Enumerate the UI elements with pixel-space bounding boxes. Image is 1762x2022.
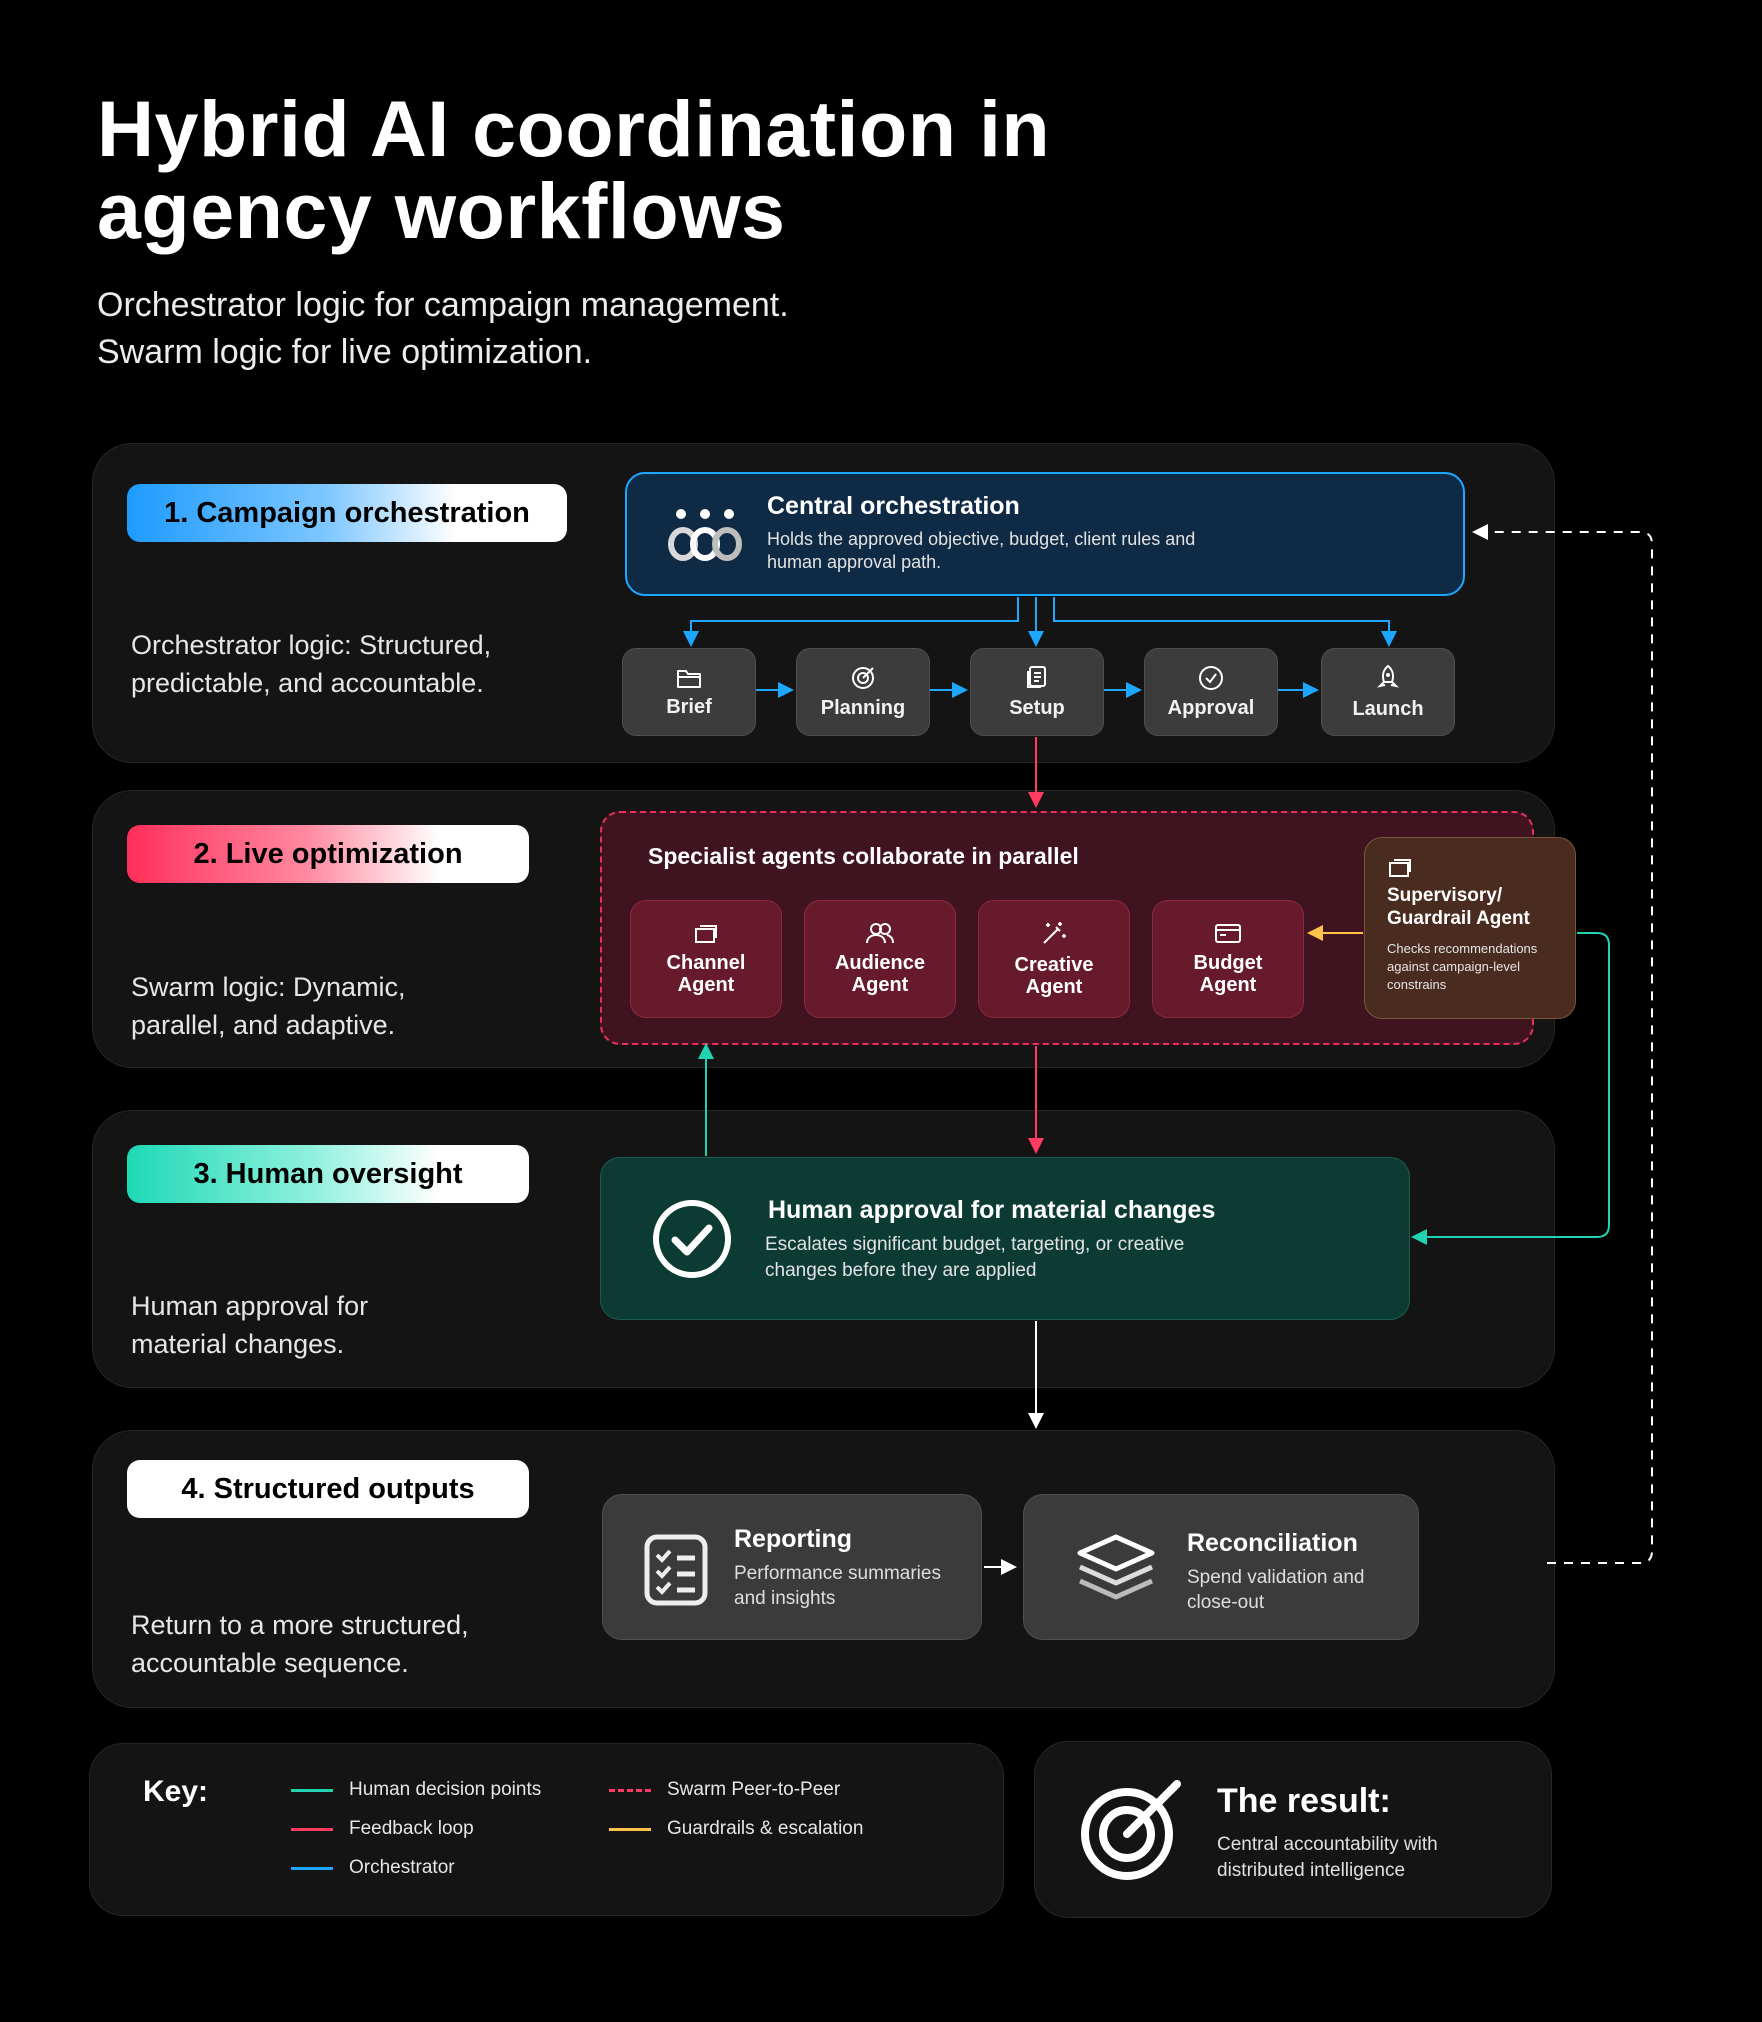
step-label: Planning <box>820 696 906 719</box>
agent-creative: Creative Agent <box>978 900 1130 1018</box>
human-desc: Escalates significant budget, targeting,… <box>765 1234 1185 1281</box>
key-item-swarm: Swarm Peer-to-Peer <box>609 1779 840 1801</box>
key-item-label: Swarm Peer-to-Peer <box>667 1779 841 1800</box>
key-swatch <box>291 1788 333 1792</box>
human-approval-card: Human approval for material changes Esca… <box>600 1157 1410 1320</box>
document-icon <box>1027 665 1046 688</box>
key-item-label: Orchestrator <box>349 1857 455 1878</box>
windows-icon <box>1389 859 1411 877</box>
layers-icon <box>1077 1534 1155 1600</box>
section-desc-2: Swarm logic: Dynamic, parallel, and adap… <box>131 972 406 1040</box>
agent-label: Creative Agent <box>1014 954 1094 998</box>
connector-return-loop <box>1472 524 1653 1564</box>
key-item-label: Feedback loop <box>349 1818 474 1839</box>
key-swatch <box>609 1827 651 1831</box>
check-circle-icon <box>653 1200 731 1278</box>
guardrail-title: Supervisory/ Guardrail Agent <box>1387 885 1530 929</box>
result-desc: Central accountability with distributed … <box>1217 1834 1438 1881</box>
agent-label: Budget Agent <box>1193 952 1263 996</box>
human-title: Human approval for material changes <box>768 1196 1216 1224</box>
wallet-icon <box>1215 924 1241 943</box>
output-title: Reporting <box>734 1525 853 1553</box>
output-desc: Performance summaries and insights <box>734 1563 941 1609</box>
section-pill-4: 4. Structured outputs <box>127 1460 529 1518</box>
guardrail-desc: Checks recommendations against campaign-… <box>1387 941 1538 992</box>
output-title: Reconciliation <box>1187 1529 1358 1557</box>
step-label: Brief <box>666 695 712 718</box>
key-item-guardrails: Guardrails & escalation <box>609 1818 863 1840</box>
section-desc-4: Return to a more structured, accountable… <box>131 1610 469 1678</box>
output-reporting: Reporting Performance summaries and insi… <box>602 1494 982 1640</box>
central-desc: Holds the approved objective, budget, cl… <box>767 529 1196 572</box>
windows-icon <box>695 925 717 943</box>
result-title: The result: <box>1217 1782 1391 1820</box>
guardrail-agent-card: Supervisory/ Guardrail Agent Checks reco… <box>1364 837 1576 1019</box>
agent-label: Channel Agent <box>666 952 746 996</box>
agent-label: Audience Agent <box>834 952 926 996</box>
step-label: Launch <box>1352 697 1424 720</box>
output-reconciliation: Reconciliation Spend validation and clos… <box>1023 1494 1419 1640</box>
step-label: Approval <box>1167 696 1255 719</box>
target-arrow-icon <box>1081 1780 1181 1880</box>
step-label: Setup <box>1009 696 1065 719</box>
connector-central-to-brief <box>683 597 1019 647</box>
magic-wand-icon <box>1043 922 1066 944</box>
key-item-label: Guardrails & escalation <box>667 1818 864 1839</box>
central-title: Central orchestration <box>767 492 1020 520</box>
key-swatch <box>291 1827 333 1831</box>
key-item-feedback: Feedback loop <box>291 1818 474 1840</box>
connector-guardrail-to-human <box>1411 932 1610 1245</box>
step-launch: Launch <box>1321 648 1455 736</box>
step-planning: Planning <box>796 648 930 736</box>
users-icon <box>866 923 894 944</box>
step-setup: Setup <box>970 648 1104 736</box>
key-label: Key: <box>143 1775 209 1808</box>
check-circle-icon <box>1199 665 1223 690</box>
agent-channel: Channel Agent <box>630 900 782 1018</box>
section-pill-3: 3. Human oversight <box>127 1145 529 1203</box>
folder-icon <box>677 669 701 688</box>
team-icon <box>668 509 742 561</box>
section-pill-2: 2. Live optimization <box>127 825 529 883</box>
key-item-orchestrator: Orchestrator <box>291 1857 455 1879</box>
subtitle-line-1: Orchestrator logic for campaign manageme… <box>97 286 789 324</box>
step-brief: Brief <box>622 648 756 736</box>
step-approval: Approval <box>1144 648 1278 736</box>
key-item-label: Human decision points <box>349 1779 542 1800</box>
key-legend: Key: Human decision points Feedback loop… <box>89 1743 1004 1916</box>
target-icon <box>852 666 874 689</box>
page-subtitle: Orchestrator logic for campaign manageme… <box>97 282 789 376</box>
key-swatch <box>291 1866 333 1870</box>
connector-central-to-launch <box>1053 597 1397 647</box>
section-desc-1: Orchestrator logic: Structured, predicta… <box>131 630 492 698</box>
rocket-icon <box>1376 664 1400 688</box>
result-card: The result: Central accountability with … <box>1034 1741 1552 1918</box>
page-title: Hybrid AI coordination in agency workflo… <box>97 84 1051 255</box>
section-pill-1: 1. Campaign orchestration <box>127 484 567 542</box>
key-swatch <box>609 1788 651 1792</box>
subtitle-line-2: Swarm logic for live optimization. <box>97 333 593 371</box>
key-item-human: Human decision points <box>291 1779 541 1801</box>
agent-audience: Audience Agent <box>804 900 956 1018</box>
output-desc: Spend validation and close-out <box>1187 1567 1365 1613</box>
swarm-title: Specialist agents collaborate in paralle… <box>648 843 1079 869</box>
central-orchestration-card: Central orchestration Holds the approved… <box>625 472 1465 596</box>
agent-budget: Budget Agent <box>1152 900 1304 1018</box>
section-desc-3: Human approval for material changes. <box>131 1291 369 1359</box>
checklist-icon <box>644 1534 708 1606</box>
